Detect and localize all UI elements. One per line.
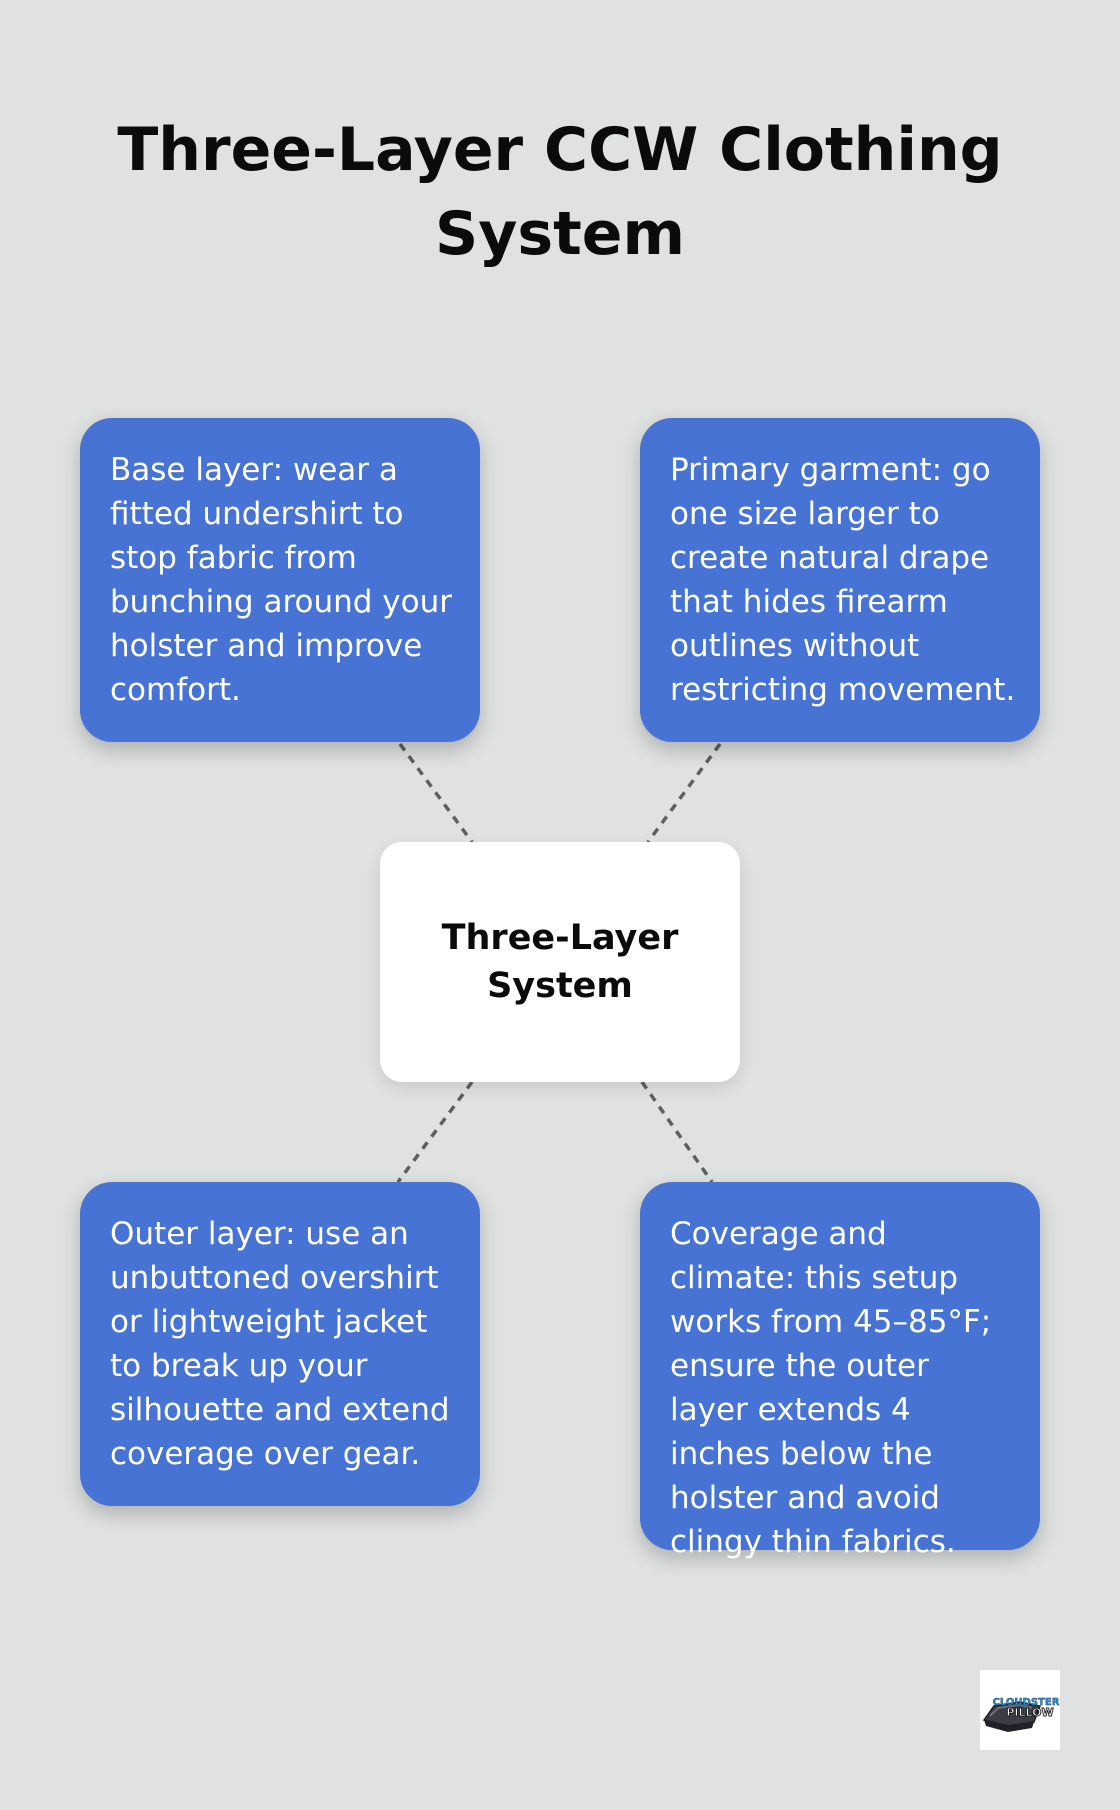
logo-text-line2: PILLOW <box>1006 1706 1053 1719</box>
base-layer-card: Base layer: wear a fitted undershirt to … <box>80 418 480 742</box>
outer-layer-text: Outer layer: use an unbuttoned overshirt… <box>110 1216 450 1472</box>
brand-logo: CLOUDSTER PILLOW <box>980 1670 1060 1750</box>
primary-garment-card: Primary garment: go one size larger to c… <box>640 418 1040 742</box>
connector-top-right <box>646 742 722 844</box>
logo-text-line1: CLOUDSTER <box>993 1697 1060 1708</box>
coverage-climate-card: Coverage and climate: this setup works f… <box>640 1182 1040 1560</box>
connector-top-left <box>398 742 474 844</box>
pillow-base <box>984 1720 1034 1732</box>
connector-bottom-left <box>396 1080 474 1184</box>
outer-layer-card: Outer layer: use an unbuttoned overshirt… <box>80 1182 480 1506</box>
connector-bottom-right <box>640 1080 714 1184</box>
center-label: Three-Layer System <box>441 918 679 1006</box>
base-layer-text: Base layer: wear a fitted undershirt to … <box>110 452 453 708</box>
coverage-climate-text: Coverage and climate: this setup works f… <box>670 1216 992 1560</box>
center-node: Three-Layer System <box>380 842 740 1082</box>
page-title: Three-Layer CCW Clothing System <box>117 115 1003 269</box>
primary-garment-text: Primary garment: go one size larger to c… <box>670 452 1016 708</box>
pillow-highlight <box>989 1703 1033 1717</box>
